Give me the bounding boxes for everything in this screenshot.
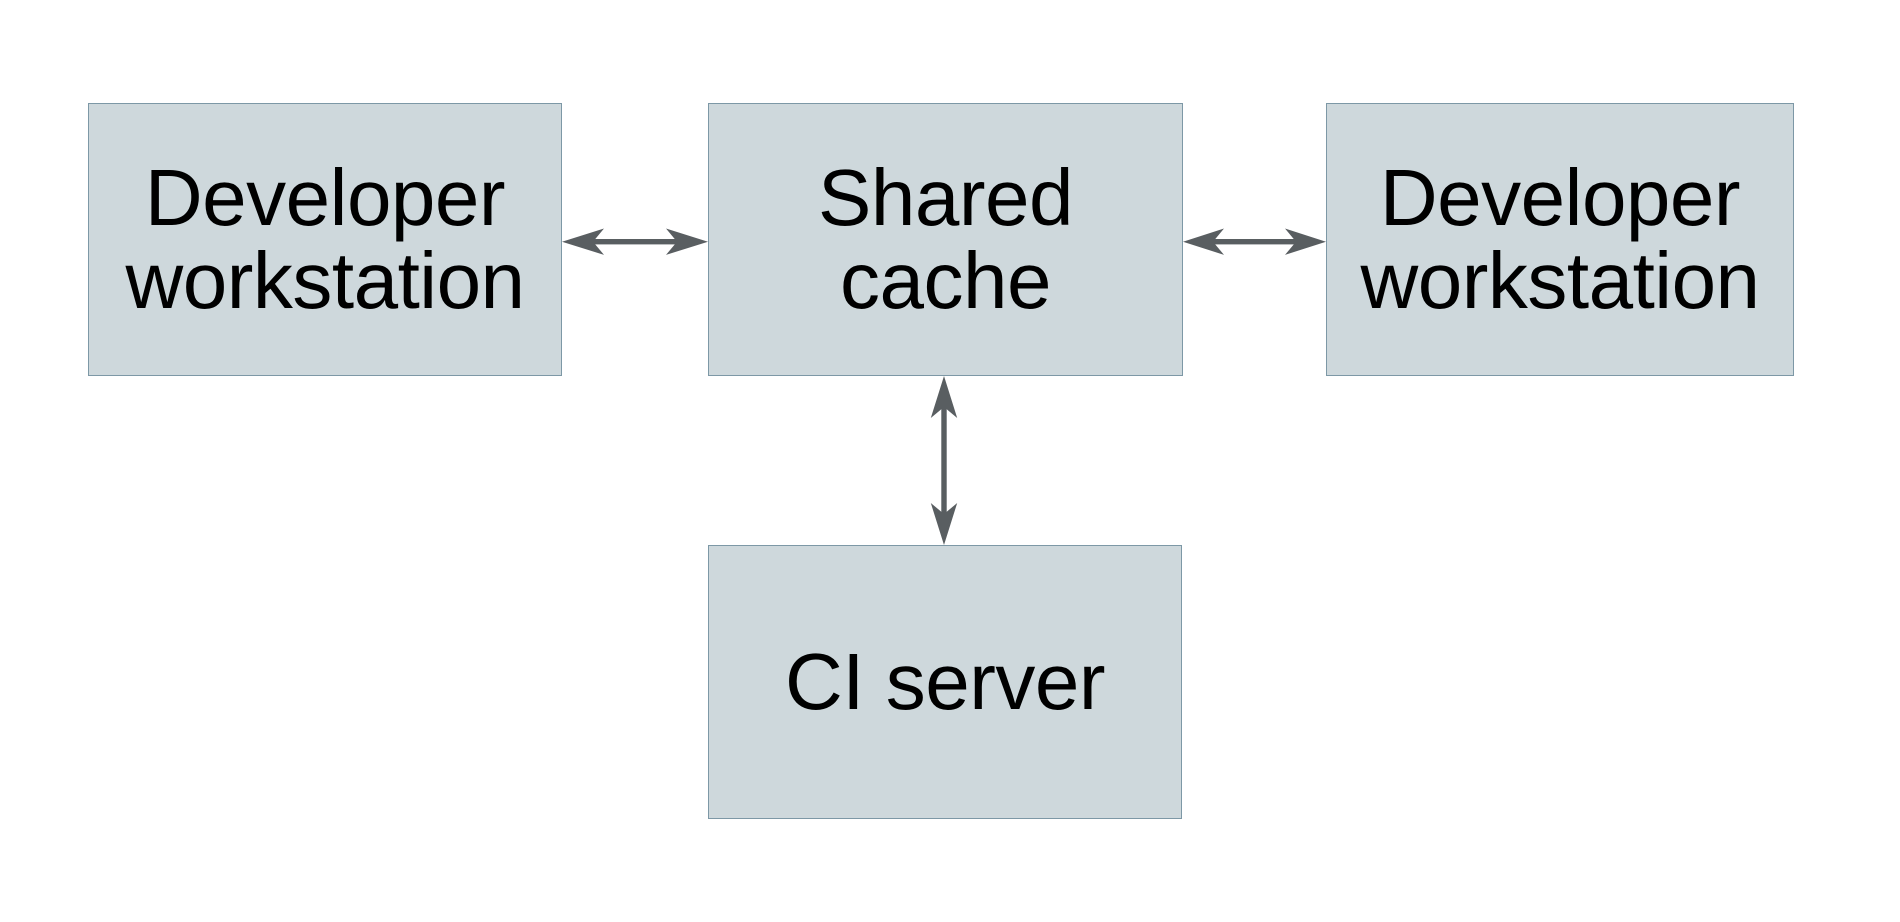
node-label: Shared cache [818, 153, 1073, 325]
node-label: Developer workstation [125, 153, 525, 325]
double-headed-arrow-icon [930, 376, 958, 545]
edge-shared-cache-to-developer-workstation-right[interactable] [1181, 215, 1328, 269]
node-shared-cache[interactable]: Shared cache [708, 103, 1183, 376]
double-headed-arrow-icon [562, 228, 708, 255]
edge-developer-workstation-left-to-shared-cache[interactable] [560, 215, 710, 269]
node-label: CI server [785, 636, 1106, 726]
node-label: Developer workstation [1360, 153, 1760, 325]
node-ci-server[interactable]: CI server [708, 545, 1182, 819]
node-developer-workstation-left[interactable]: Developer workstation [88, 103, 562, 376]
double-headed-arrow-icon [1183, 228, 1326, 255]
edge-shared-cache-to-ci-server[interactable] [917, 374, 971, 547]
node-developer-workstation-right[interactable]: Developer workstation [1326, 103, 1794, 376]
